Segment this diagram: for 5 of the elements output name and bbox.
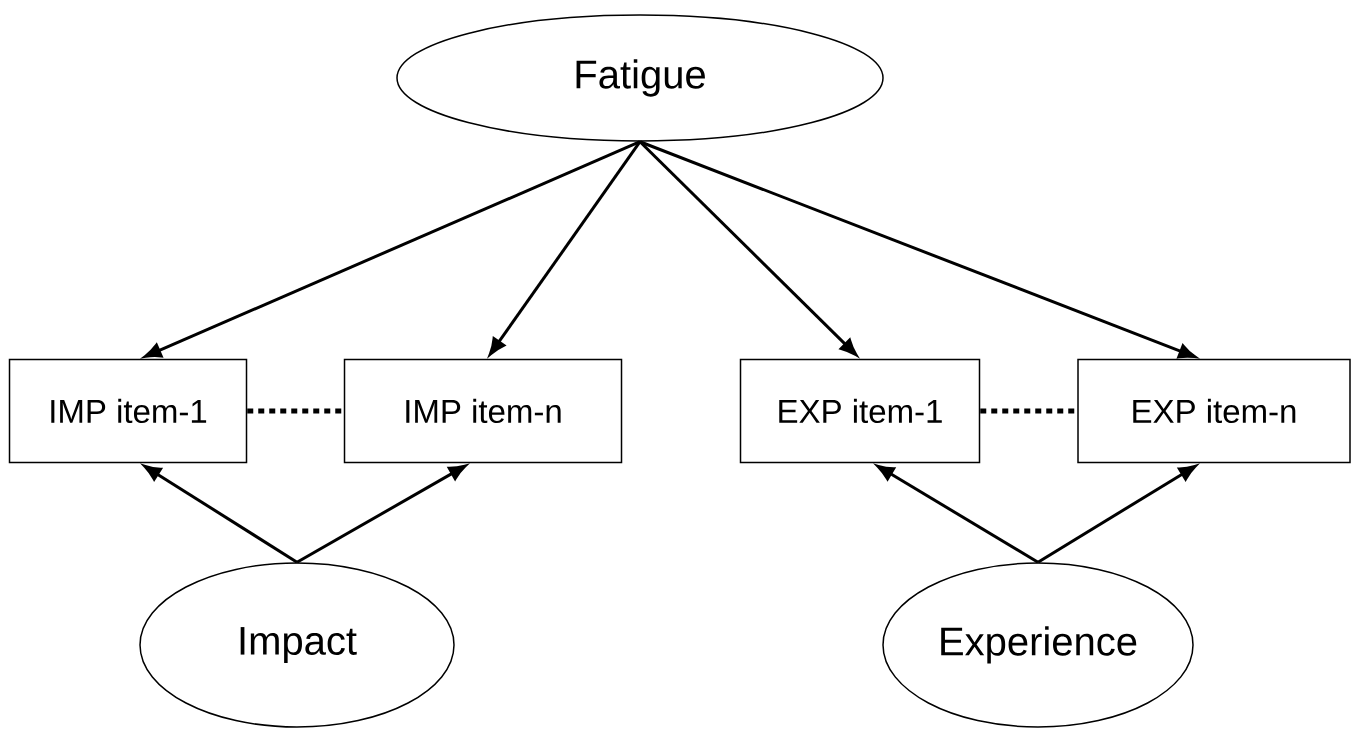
item-box: EXP item-n	[1077, 358, 1351, 464]
item-box: EXP item-1	[739, 358, 981, 464]
dotted-line	[247, 408, 344, 414]
item-box: IMP item-n	[343, 358, 623, 464]
item-box: IMP item-1	[8, 358, 248, 464]
